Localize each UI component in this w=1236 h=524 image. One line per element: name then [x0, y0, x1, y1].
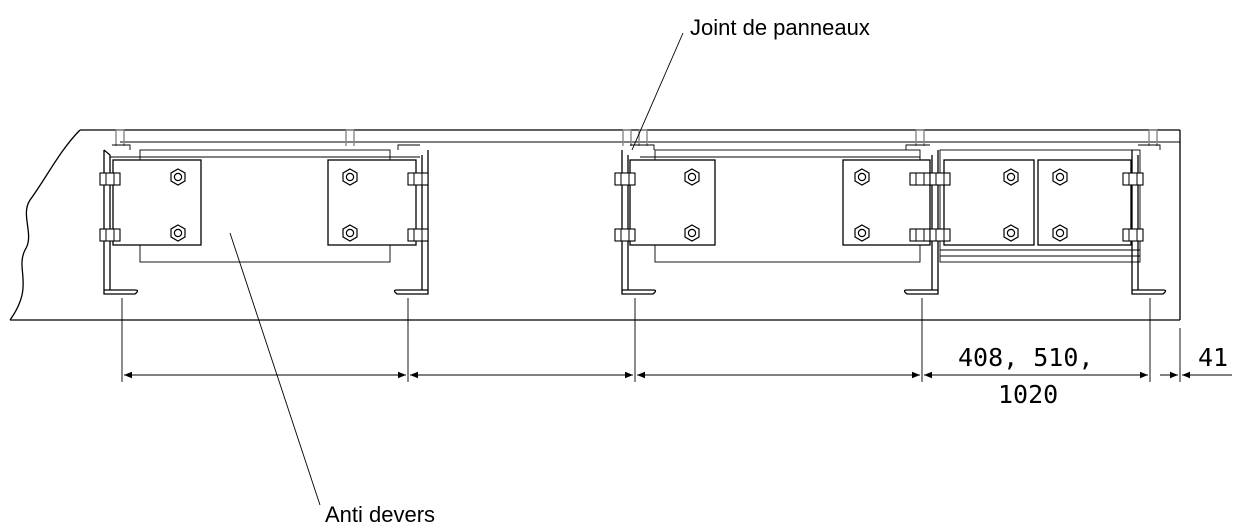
top-clips — [115, 129, 1158, 147]
spacing-dimension-line1: 408, 510, — [958, 343, 1093, 372]
end-offset-dimension: 41 — [1198, 343, 1228, 372]
leader-lines — [229, 32, 684, 506]
anti-tilt-label: Anti devers — [325, 502, 435, 524]
extension-lines — [121, 298, 1181, 382]
spacing-dimension-line2: 1020 — [998, 380, 1058, 409]
anti-tilt-plates — [112, 159, 1132, 246]
panel-joint-label: Joint de panneaux — [690, 15, 870, 40]
